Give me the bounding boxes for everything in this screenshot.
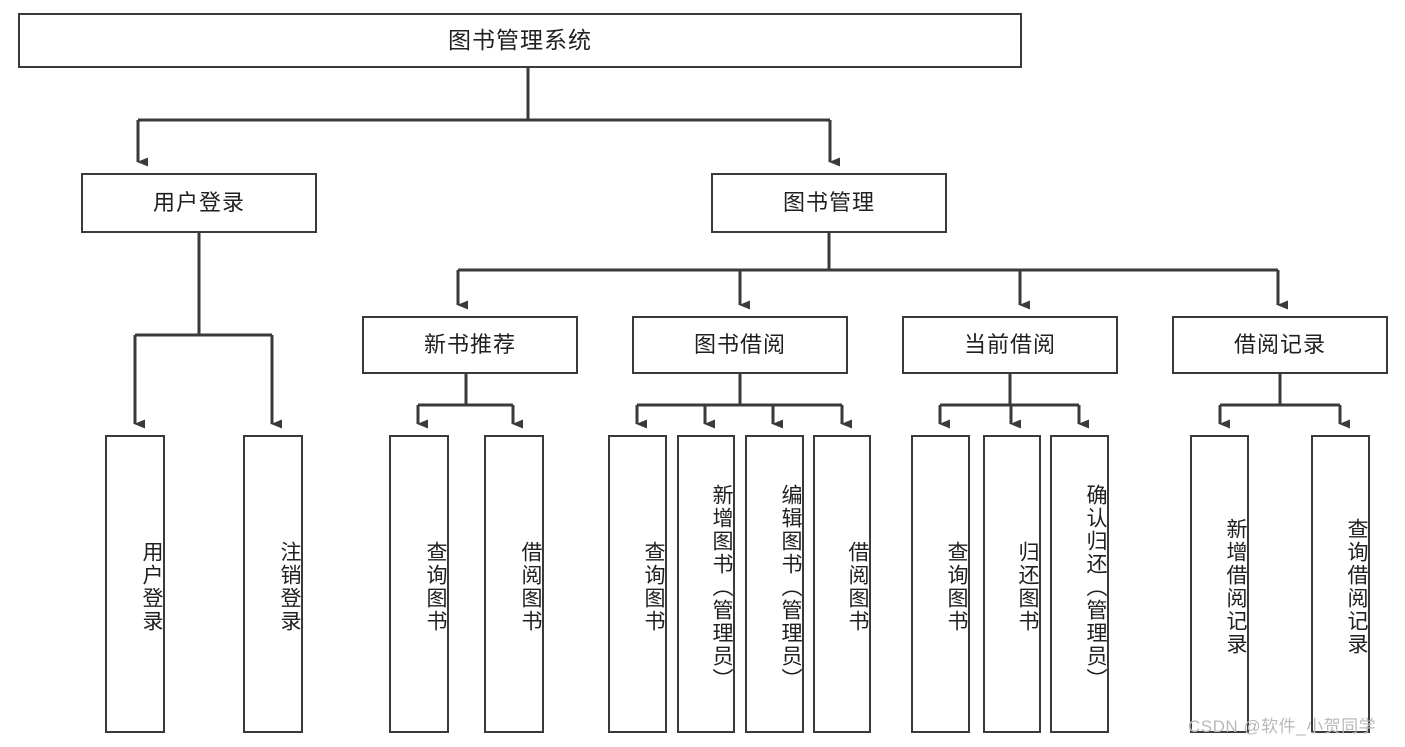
leaf-user-login-label: 用户登录 <box>140 541 163 633</box>
leaf-add-record[interactable]: 新增借阅记录 <box>1190 435 1249 733</box>
leaf-add-book-label: 新增图书（管理员） <box>710 483 733 691</box>
csdn-watermark: CSDN @软件_小贺同学 <box>1188 717 1377 736</box>
node-borrow-record[interactable]: 借阅记录 <box>1172 316 1388 374</box>
node-borrow-record-label: 借阅记录 <box>1233 331 1326 357</box>
leaf-query-record-label: 查询借阅记录 <box>1345 518 1368 656</box>
node-user-login[interactable]: 用户登录 <box>81 173 317 233</box>
node-root-system[interactable]: 图书管理系统 <box>18 13 1022 68</box>
leaf-return-book[interactable]: 归还图书 <box>983 435 1041 733</box>
leaf-borrow-book-rec-label: 借阅图书 <box>519 541 542 633</box>
leaf-query-book-b[interactable]: 查询图书 <box>608 435 667 733</box>
node-current-borrow-label: 当前借阅 <box>963 331 1056 357</box>
node-root-label: 图书管理系统 <box>448 26 592 53</box>
node-book-borrow[interactable]: 图书借阅 <box>632 316 848 374</box>
node-book-manage[interactable]: 图书管理 <box>711 173 947 233</box>
leaf-user-login[interactable]: 用户登录 <box>105 435 165 733</box>
node-book-borrow-label: 图书借阅 <box>693 331 786 357</box>
leaf-confirm-return[interactable]: 确认归还（管理员） <box>1050 435 1109 733</box>
leaf-confirm-return-label: 确认归还（管理员） <box>1084 483 1107 691</box>
node-new-book-rec[interactable]: 新书推荐 <box>362 316 578 374</box>
leaf-return-book-label: 归还图书 <box>1016 541 1039 633</box>
leaf-edit-book-label: 编辑图书（管理员） <box>779 483 802 691</box>
leaf-query-book-rec-label: 查询图书 <box>424 541 447 633</box>
leaf-logout-label: 注销登录 <box>278 541 301 633</box>
leaf-add-book[interactable]: 新增图书（管理员） <box>677 435 735 733</box>
leaf-query-record[interactable]: 查询借阅记录 <box>1311 435 1370 733</box>
node-user-login-label: 用户登录 <box>152 189 245 215</box>
node-new-book-rec-label: 新书推荐 <box>423 331 516 357</box>
node-current-borrow[interactable]: 当前借阅 <box>902 316 1118 374</box>
leaf-query-book-c[interactable]: 查询图书 <box>911 435 970 733</box>
leaf-borrow-book-rec[interactable]: 借阅图书 <box>484 435 544 733</box>
leaf-borrow-book-b-label: 借阅图书 <box>846 541 869 633</box>
leaf-query-book-b-label: 查询图书 <box>642 541 665 633</box>
leaf-query-book-c-label: 查询图书 <box>945 541 968 633</box>
leaf-add-record-label: 新增借阅记录 <box>1224 518 1247 656</box>
leaf-edit-book[interactable]: 编辑图书（管理员） <box>745 435 804 733</box>
node-book-manage-label: 图书管理 <box>782 189 875 215</box>
leaf-logout[interactable]: 注销登录 <box>243 435 303 733</box>
leaf-borrow-book-b[interactable]: 借阅图书 <box>813 435 871 733</box>
leaf-query-book-rec[interactable]: 查询图书 <box>389 435 449 733</box>
